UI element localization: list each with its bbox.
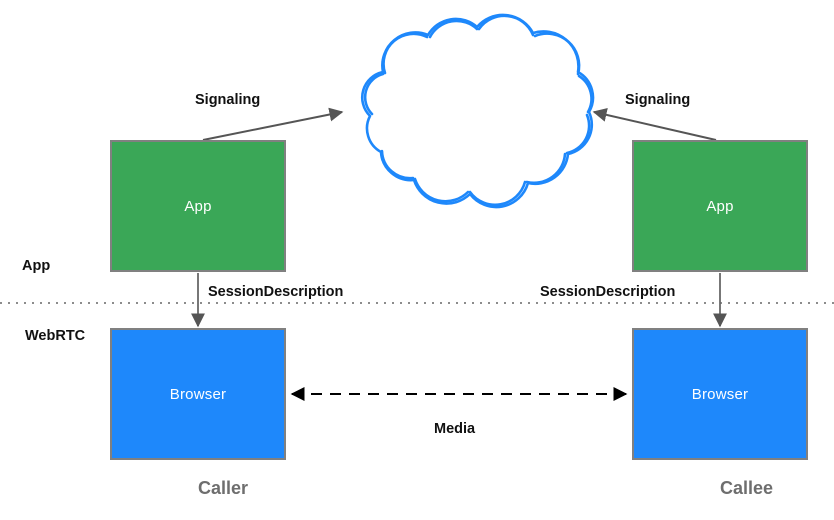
node-caller-app-label: App [184,197,212,215]
node-caller-app[interactable]: App [110,140,286,272]
signaling-cloud-icon [360,13,595,209]
role-label-callee: Callee [720,478,774,498]
callee-sessiondescription-label: SessionDescription [540,284,676,300]
callee-signaling-label: Signaling [625,92,691,108]
node-callee-app-label: App [706,197,734,215]
layer-label-webrtc: WebRTC [25,328,86,344]
caller-signaling-arrow [202,107,344,141]
node-caller-browser-label: Browser [169,385,227,403]
node-callee-browser[interactable]: Browser [632,328,808,460]
caller-sessiondescription-label: SessionDescription [208,284,344,300]
node-caller-browser[interactable]: Browser [110,328,286,460]
caller-signaling-label: Signaling [195,92,261,108]
media-label: Media [434,421,476,437]
node-callee-app[interactable]: App [632,140,808,272]
role-label-caller: Caller [198,478,249,498]
layer-label-app: App [22,258,51,274]
node-callee-browser-label: Browser [691,385,749,403]
callee-signaling-arrow [592,107,717,141]
